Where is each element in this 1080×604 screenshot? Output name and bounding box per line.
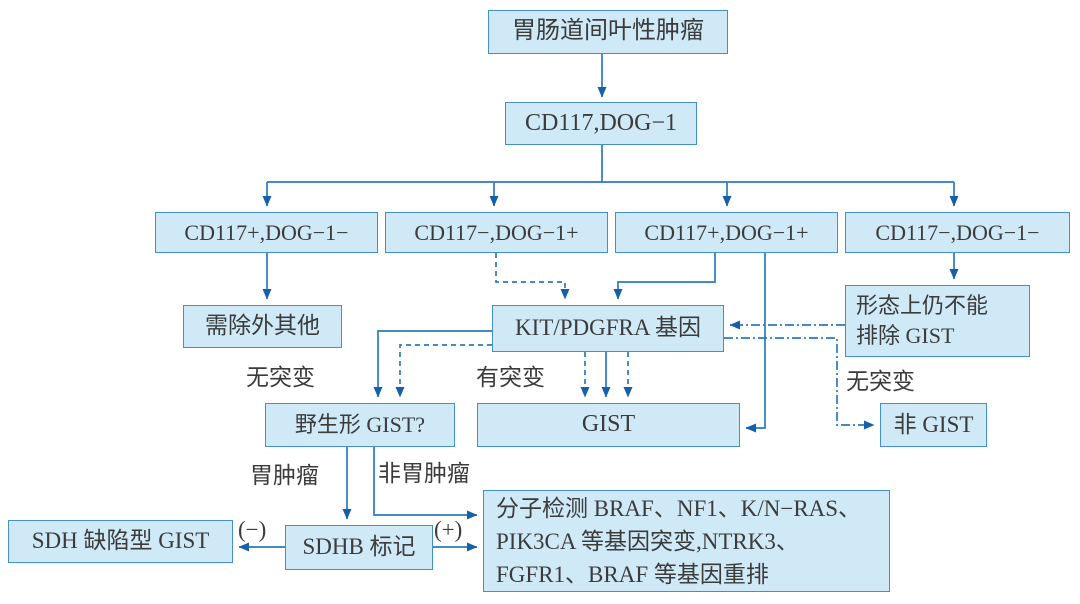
node-molecular-testing: 分子检测 BRAF、NF1、K/N−RAS、 PIK3CA 等基因突变,NTRK…	[483, 490, 890, 592]
morph-line2: 排除 GIST	[856, 323, 955, 348]
label-gastric-tumor: 胃肿瘤	[250, 463, 319, 488]
node-exclude-others: 需除外其他	[183, 305, 342, 348]
node-non-gist: 非 GIST	[880, 403, 987, 447]
edge-kit-to-non-gist	[724, 337, 875, 430]
node-cd117neg-dog1neg: CD117−,DOG−1−	[845, 212, 1070, 253]
molecular-line2: PIK3CA 等基因突变,NTRK3、	[496, 528, 799, 554]
node-kit-pdgfra-gene: KIT/PDGFRA 基因	[492, 305, 724, 352]
node-gist: GIST	[477, 403, 740, 447]
dashed-edges	[395, 253, 633, 398]
edge-wild-to-molecular	[373, 447, 478, 520]
node-mesenchymal-tumor: 胃肠道间叶性肿瘤	[488, 10, 728, 54]
label-no-mutation-left: 无突变	[246, 365, 315, 390]
label-no-mutation-right: 无突变	[846, 369, 915, 394]
edge-c2-to-kit-dashed	[495, 253, 570, 300]
edge-kit-to-wild-solid	[373, 330, 492, 398]
edge-c3-to-gist	[745, 253, 766, 433]
label-sdhb-positive: (+)	[434, 517, 463, 542]
node-cd117pos-dog1pos: CD117+,DOG−1+	[615, 212, 838, 253]
node-cd117neg-dog1pos: CD117−,DOG−1+	[385, 212, 608, 253]
label-has-mutation: 有突变	[476, 365, 545, 390]
molecular-line1: 分子检测 BRAF、NF1、K/N−RAS、	[496, 495, 862, 521]
node-cd117pos-dog1neg: CD117+,DOG−1−	[155, 212, 378, 253]
node-wild-type-gist: 野生形 GIST?	[265, 403, 455, 447]
edge-c3-to-kit	[613, 253, 716, 300]
node-cd117-dog1: CD117,DOG−1	[505, 102, 697, 145]
node-morphology-cannot-exclude-gist: 形态上仍不能 排除 GIST	[845, 285, 1030, 357]
solid-edges	[238, 54, 959, 552]
morph-line1: 形态上仍不能	[856, 293, 989, 318]
molecular-line3: FGFR1、BRAF 等基因重排	[496, 561, 769, 587]
edge-kit-to-wild-dashed	[395, 344, 492, 398]
label-sdhb-negative: (−)	[238, 517, 267, 542]
label-non-gastric-tumor: 非胃肿瘤	[378, 461, 470, 486]
node-sdhb-marker: SDHB 标记	[285, 525, 433, 570]
node-sdh-deficient-gist: SDH 缺陷型 GIST	[8, 520, 233, 563]
dashdot-edges	[724, 320, 875, 430]
